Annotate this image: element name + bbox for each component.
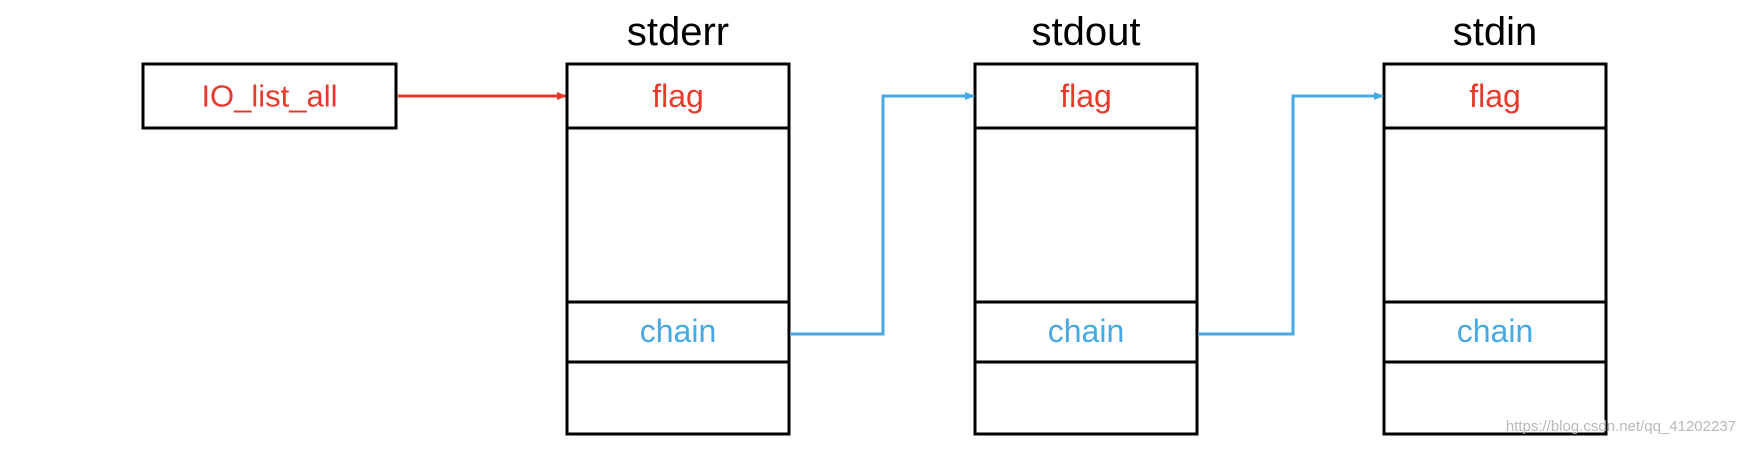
chain-field-label: chain [1048,313,1125,349]
struct-title: stderr [627,10,729,54]
chain-field-label: chain [640,313,717,349]
stdout-chain-to-stdin-arrow [1198,92,1384,336]
struct-title: stdin [1453,10,1538,54]
stderr-chain-to-stdout-arrow [790,92,975,336]
struct-box [565,62,791,436]
flag-field-label: flag [1469,78,1521,114]
struct-stderr: stderr flag chain [565,10,791,436]
flag-field-label: flag [652,78,704,114]
io-list-all-box [141,62,398,130]
io-list-all-label: IO_list_all [201,79,337,114]
io-list-all-node: IO_list_all [141,62,398,130]
watermark-text: https://blog.csdn.net/qq_41202237 [1506,418,1736,435]
chain-field-label: chain [1457,313,1534,349]
struct-box [1382,62,1608,436]
struct-stdout: stdout flag chain [973,10,1199,436]
flag-field-label: flag [1060,78,1112,114]
struct-title: stdout [1032,10,1141,54]
struct-stdin: stdin flag chain [1382,10,1608,436]
struct-box [973,62,1199,436]
